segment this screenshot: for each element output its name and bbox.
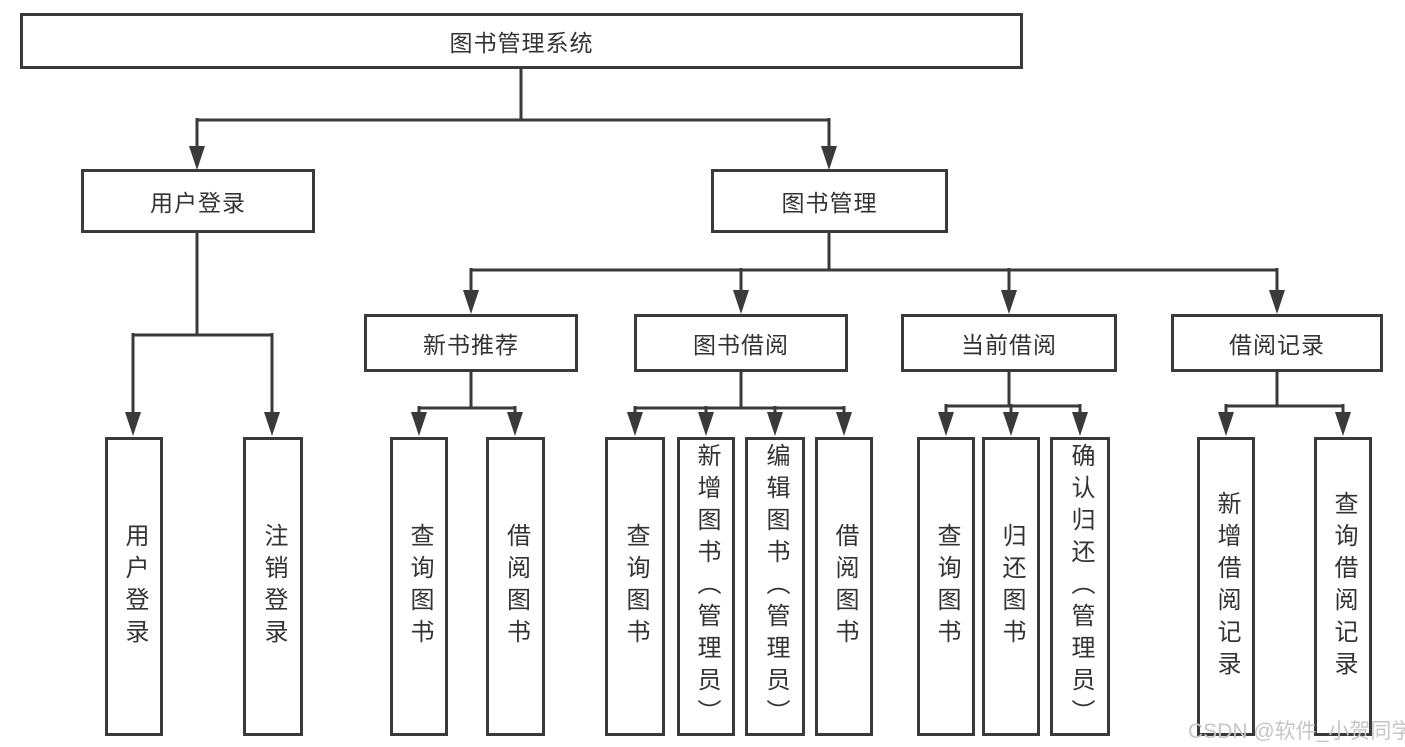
node-label: 编辑图书（管理员） bbox=[762, 442, 789, 731]
leaf-user-login: 用户登录 bbox=[105, 437, 163, 736]
csdn-watermark: CSDN @软件_小贺同学 bbox=[1188, 720, 1405, 743]
leaf-query-books-borrowing: 查询图书 bbox=[605, 437, 665, 736]
node-label: 当前借阅 bbox=[961, 332, 1057, 358]
leaf-add-borrow-record: 新增借阅记录 bbox=[1197, 437, 1255, 736]
leaf-return-books: 归还图书 bbox=[982, 437, 1040, 736]
node-label: 新增图书（管理员） bbox=[693, 442, 720, 731]
leaf-query-borrow-record: 查询借阅记录 bbox=[1314, 437, 1372, 736]
leaf-query-books-current: 查询图书 bbox=[917, 437, 975, 736]
leaf-edit-books-admin: 编辑图书（管理员） bbox=[745, 437, 805, 736]
node-book-borrowing: 图书借阅 bbox=[634, 314, 848, 372]
node-label: 用户登录 bbox=[121, 522, 148, 651]
node-library-management-system: 图书管理系统 bbox=[20, 13, 1023, 69]
node-label: 查询借阅记录 bbox=[1330, 490, 1357, 683]
node-current-borrowing: 当前借阅 bbox=[901, 314, 1117, 372]
leaf-borrow-books-borrowing: 借阅图书 bbox=[815, 437, 873, 736]
node-label: 新书推荐 bbox=[423, 332, 519, 358]
leaf-logout: 注销登录 bbox=[243, 437, 303, 736]
node-label: 借阅图书 bbox=[502, 522, 530, 651]
node-label: 图书借阅 bbox=[693, 332, 789, 358]
node-label: 注销登录 bbox=[260, 522, 287, 651]
node-label: 用户登录 bbox=[150, 190, 246, 216]
leaf-add-books-admin: 新增图书（管理员） bbox=[677, 437, 735, 736]
node-borrowing-records: 借阅记录 bbox=[1171, 314, 1383, 372]
node-label: 查询图书 bbox=[622, 522, 649, 651]
node-label: 确认归还（管理员） bbox=[1067, 442, 1094, 731]
node-user-login-branch: 用户登录 bbox=[81, 169, 315, 233]
leaf-query-books-recommend: 查询图书 bbox=[390, 437, 448, 736]
node-label: 查询图书 bbox=[406, 522, 433, 651]
node-book-management-branch: 图书管理 bbox=[711, 169, 948, 233]
node-label: 图书管理系统 bbox=[449, 30, 594, 56]
node-new-book-recommendation: 新书推荐 bbox=[364, 314, 578, 372]
node-label: 借阅记录 bbox=[1229, 332, 1325, 358]
node-label: 查询图书 bbox=[933, 522, 960, 651]
node-label: 借阅图书 bbox=[831, 522, 858, 651]
leaf-borrow-books-recommend: 借阅图书 bbox=[486, 437, 545, 736]
node-label: 图书管理 bbox=[781, 190, 878, 216]
node-label: 新增借阅记录 bbox=[1213, 490, 1240, 683]
node-label: 归还图书 bbox=[998, 522, 1025, 651]
leaf-confirm-return-admin: 确认归还（管理员） bbox=[1050, 437, 1110, 736]
